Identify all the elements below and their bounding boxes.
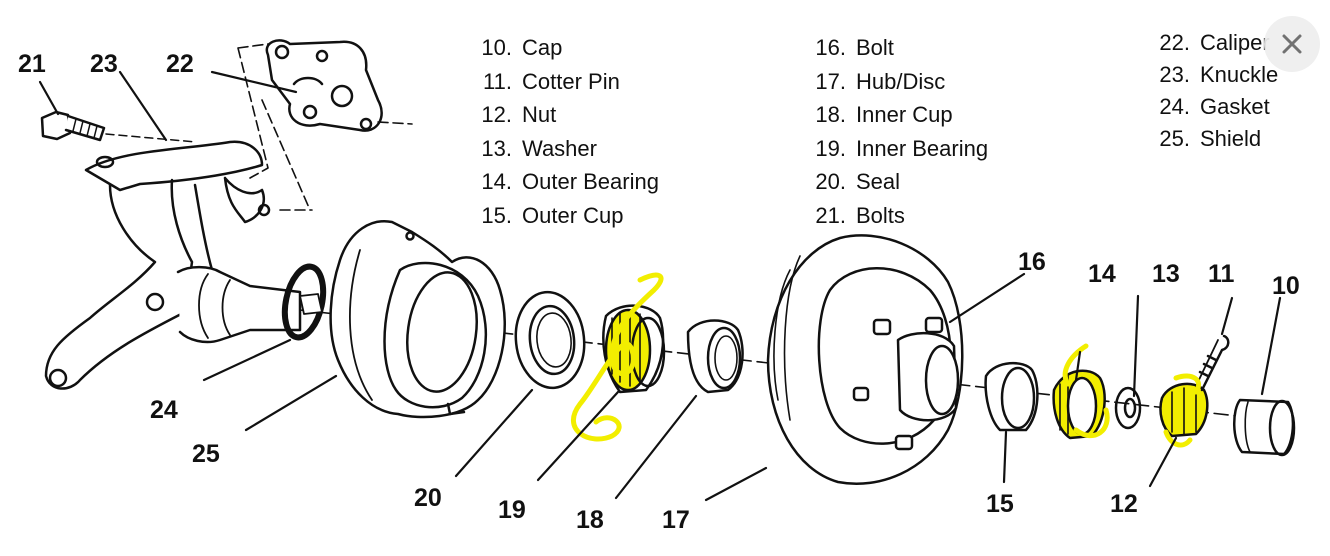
callout-22: 22 [166,50,194,78]
legend-label: Gasket [1200,94,1270,119]
legend-label: Knuckle [1200,62,1279,87]
legend-number: 15. [481,202,512,228]
parts-legend-column-3: 22. Caliper 23. Knuckle 24. Gasket 25. Shiel… [1150,27,1278,155]
legend-label: Washer [522,135,597,161]
legend-label: Cap [522,35,563,60]
legend-row: 22. Caliper [1150,27,1278,59]
legend-row: 24. Gasket [1150,91,1278,123]
leader-arrows [38,70,1282,502]
legend-number: 11. [483,68,512,94]
callout-13: 13 [1152,260,1180,288]
legend-number: 12. [481,102,512,127]
legend-row: 17. Hub/Disc [806,65,988,99]
legend-label: Outer Bearing [522,169,659,194]
washer-13-drawing [1114,386,1142,430]
cap-10-drawing [1233,398,1296,457]
bolt-21-drawing [40,110,106,142]
legend-label: Bolts [856,202,905,228]
bolt-dashed-line [105,133,197,143]
inner-cup-18-drawing [686,319,744,394]
legend-number: 21. [815,202,846,228]
legend-row: 20. Seal [806,165,988,199]
callout-21: 21 [18,50,46,78]
hub-disc-17-drawing [766,234,964,485]
seal-20-drawing [514,290,586,390]
legend-label: Inner Bearing [856,135,989,161]
legend-label: Inner Cup [856,102,953,127]
callout-12: 12 [1110,490,1138,518]
legend-number: 20. [815,169,846,194]
legend-number: 18. [815,102,846,127]
legend-row: 11. Cotter Pin [472,65,659,99]
legend-number: 10. [481,35,512,60]
callout-11: 11 [1208,260,1235,288]
legend-row: 12. Nut [472,98,659,132]
gasket-24-drawing [281,263,327,341]
knuckle-23-drawing [44,140,302,390]
callout-20: 20 [414,484,442,512]
legend-label: Cotter Pin [522,68,620,94]
parts-legend-column-2: 16. Bolt 17. Hub/Disc 18. Inner Cup 19. Inne… [806,31,988,232]
legend-row: 16. Bolt [806,31,988,65]
legend-label: Shield [1200,126,1262,151]
close-icon [1282,34,1302,54]
callout-25: 25 [192,440,220,468]
legend-row: 19. Inner Bearing [806,132,988,166]
legend-label: Hub/Disc [856,68,946,94]
cotter-pin-11-drawing [1195,334,1230,392]
callout-15: 15 [986,490,1014,518]
legend-number: 22. [1159,30,1190,55]
legend-row: 25. Shield [1150,123,1278,155]
legend-label: Nut [522,102,557,127]
caliper-22-drawing [265,39,383,132]
legend-row: 10. Cap [472,31,659,65]
legend-row: 15. Outer Cup [472,199,659,233]
legend-number: 19. [815,135,846,161]
outer-bearing-14-drawing [1052,369,1106,440]
legend-number: 17. [815,68,846,94]
legend-number: 25. [1159,126,1190,151]
callout-10: 10 [1272,272,1300,300]
legend-number: 24. [1159,94,1190,119]
callout-23: 23 [90,50,118,78]
callout-16: 16 [1018,248,1046,276]
legend-row: 13. Washer [472,132,659,166]
callout-17: 17 [662,506,690,534]
legend-number: 16. [815,35,846,60]
legend-label: Caliper [1200,30,1270,55]
legend-number: 23. [1159,62,1190,87]
outer-cup-15-drawing [984,362,1039,432]
legend-row: 18. Inner Cup [806,98,988,132]
legend-number: 13. [481,135,512,161]
legend-label: Outer Cup [522,202,624,228]
close-button[interactable] [1264,16,1320,72]
legend-row: 14. Outer Bearing [472,165,659,199]
legend-number: 14. [481,169,512,194]
legend-label: Seal [856,169,901,194]
nut-12-drawing [1159,382,1209,438]
highlight-scribbles [571,272,1201,448]
shield-25-drawing [329,220,506,419]
caliper-dashed-guide [237,43,413,211]
legend-row: 21. Bolts [806,199,988,233]
callout-24: 24 [150,396,178,424]
legend-label: Bolt [856,35,894,60]
callout-14: 14 [1088,260,1116,288]
callout-19: 19 [498,496,526,524]
legend-row: 23. Knuckle [1150,59,1278,91]
callout-18: 18 [576,506,604,534]
parts-legend-column-1: 10. Cap 11. Cotter Pin 12. Nut 13. Washer 14… [472,31,659,232]
